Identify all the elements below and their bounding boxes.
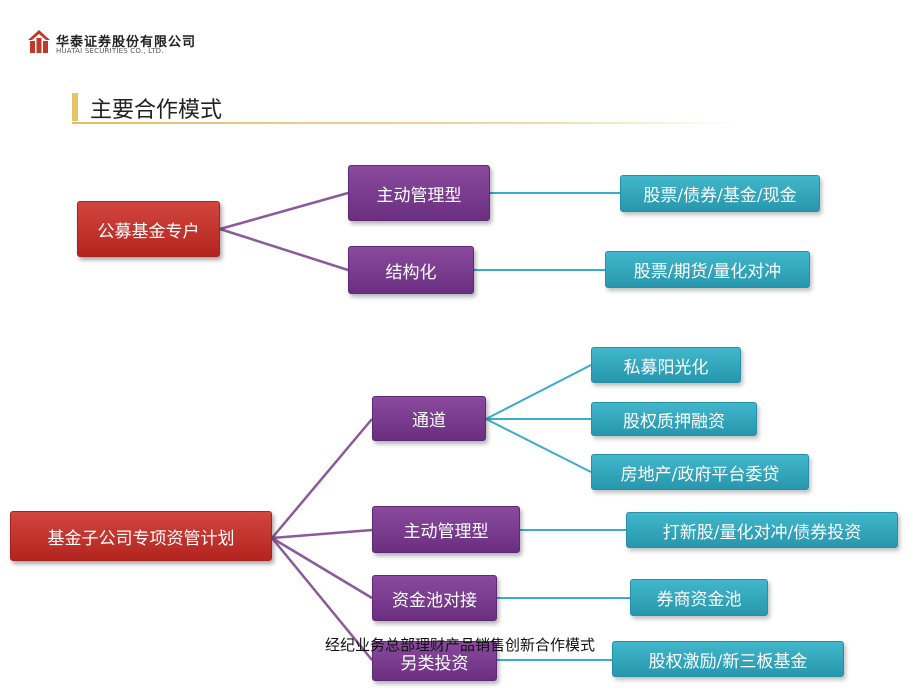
title-accent-bar xyxy=(72,93,78,121)
root-fund-subsidiary-plan: 基金子公司专项资管计划 xyxy=(10,511,272,561)
leaf-realestate-government-loans: 房地产/政府平台委贷 xyxy=(591,454,809,490)
footer-caption: 经纪业务总部理财产品销售创新合作模式 xyxy=(324,636,595,654)
link-sub-to-active xyxy=(271,528,373,540)
company-name-en: HUATAI SECURITIES CO., LTD. xyxy=(56,47,164,55)
branch-channel: 通道 xyxy=(372,396,486,441)
root-public-fund-account: 公募基金专户 xyxy=(77,201,220,257)
branch-active-management-2: 主动管理型 xyxy=(372,506,520,553)
link-sub-to-alt xyxy=(271,537,373,661)
branch-fund-pool-docking: 资金池对接 xyxy=(372,575,497,621)
link-fund-to-structured xyxy=(219,227,349,272)
leaf-broker-fund-pool: 券商资金池 xyxy=(630,579,768,616)
leaf-ipo-quant-bond-investment: 打新股/量化对冲/债券投资 xyxy=(626,512,898,548)
title-underline xyxy=(72,122,740,124)
branch-structured: 结构化 xyxy=(348,246,474,294)
leaf-private-fund-sunshine: 私募阳光化 xyxy=(591,347,741,383)
link-sub-to-channel xyxy=(271,418,373,539)
leaf-stocks-bonds-funds-cash: 股票/债券/基金/现金 xyxy=(620,175,820,212)
branch-active-management: 主动管理型 xyxy=(348,165,490,221)
leaf-links xyxy=(474,192,630,661)
company-logo: 华泰证券股份有限公司 HUATAI SECURITIES CO., LTD. xyxy=(28,30,228,60)
page-title: 主要合作模式 xyxy=(90,98,223,123)
link-sub-to-pool xyxy=(271,536,373,600)
root-links xyxy=(219,191,373,661)
company-name-cn: 华泰证券股份有限公司 xyxy=(56,35,197,50)
leaf-equity-incentive-neeq-fund: 股权激励/新三板基金 xyxy=(612,641,844,677)
link-fund-to-active xyxy=(219,191,349,231)
leaf-equity-pledge-financing: 股权质押融资 xyxy=(591,402,757,436)
huatai-logo-icon xyxy=(28,30,50,53)
leaf-stocks-futures-quant-hedge: 股票/期货/量化对冲 xyxy=(605,251,810,288)
link-channel-to-realestate xyxy=(485,418,592,473)
branch-alternative-investment: 另类投资 xyxy=(372,641,497,681)
link-channel-to-private xyxy=(485,364,592,420)
